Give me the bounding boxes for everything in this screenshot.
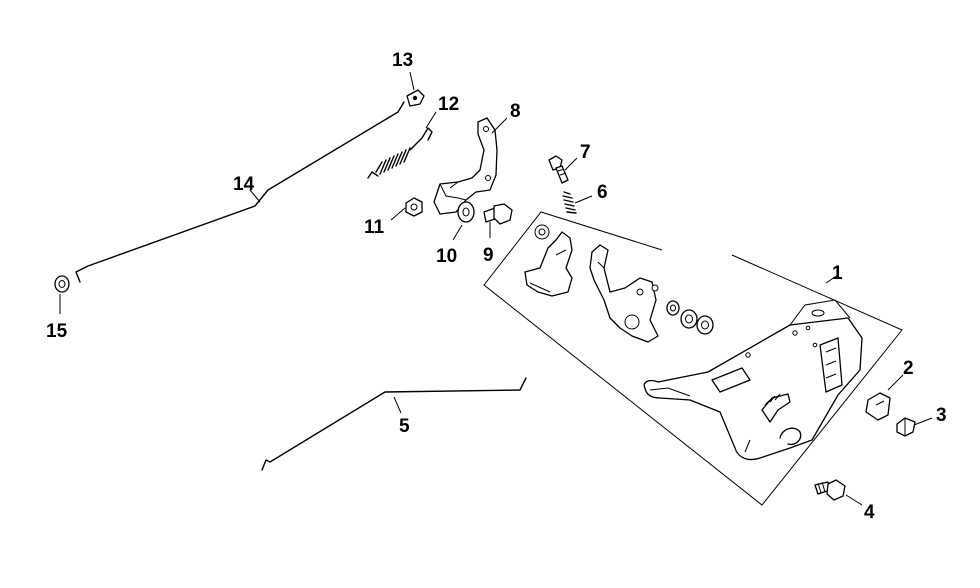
compression-spring <box>562 191 577 214</box>
callout-13: 13 <box>392 50 413 71</box>
callout-11: 11 <box>364 217 385 238</box>
nut <box>405 197 423 217</box>
callout-4: 4 <box>864 502 875 523</box>
bushing <box>54 275 70 293</box>
rod-clip <box>406 89 425 107</box>
screw <box>548 155 569 184</box>
link-rod-lower <box>261 377 527 471</box>
callouts: 1 2 3 4 5 6 7 8 9 10 11 12 13 14 15 <box>46 50 947 523</box>
callout-8: 8 <box>510 101 521 122</box>
control-bracket <box>643 299 863 461</box>
callout-14: 14 <box>233 174 255 195</box>
callout-2: 2 <box>903 358 914 379</box>
shoulder-bolt <box>483 203 513 225</box>
screw-small <box>896 417 916 437</box>
link-rod-upper <box>75 101 405 283</box>
callout-6: 6 <box>597 182 608 203</box>
callout-9: 9 <box>483 245 494 266</box>
callout-7: 7 <box>580 142 591 163</box>
callout-12: 12 <box>438 94 459 115</box>
callout-15: 15 <box>46 321 68 342</box>
cable-clip <box>865 392 891 421</box>
throttle-lever-small <box>524 224 573 297</box>
washer-stack <box>666 300 714 335</box>
callout-3: 3 <box>936 405 947 426</box>
callout-10: 10 <box>436 246 457 267</box>
washer <box>457 201 475 223</box>
extension-spring <box>367 127 433 179</box>
bolt <box>814 479 846 501</box>
assembly-outline <box>483 211 903 506</box>
callout-1: 1 <box>832 263 843 284</box>
callout-5: 5 <box>399 416 410 437</box>
lever-bracket <box>433 117 498 215</box>
leader-lines <box>59 71 933 506</box>
control-lever <box>589 244 659 343</box>
